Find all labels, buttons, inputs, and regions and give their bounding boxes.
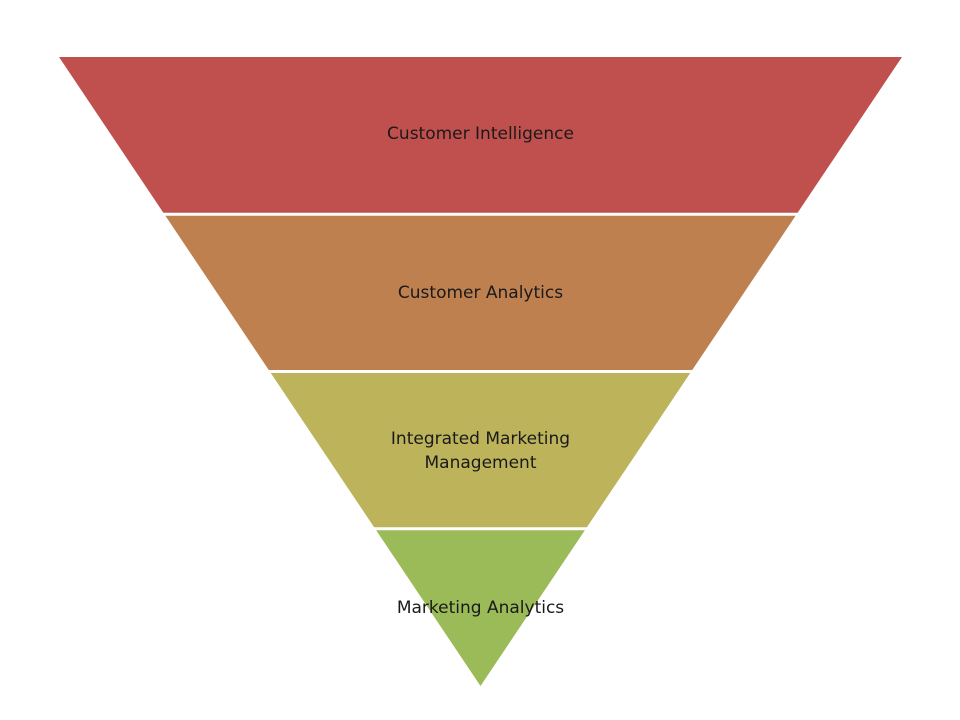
funnel-stage-1 xyxy=(59,57,902,213)
funnel-stage-2-label-line: Customer Analytics xyxy=(398,283,563,303)
funnel-stage-1-label: Customer Intelligence xyxy=(387,124,574,144)
funnel-stage-3 xyxy=(270,373,691,528)
funnel-stage-4-label: Marketing Analytics xyxy=(397,598,564,618)
funnel-stage-3-label-line: Management xyxy=(425,453,537,473)
funnel-stage-1-label-line: Customer Intelligence xyxy=(387,124,574,144)
funnel-stage-2 xyxy=(165,215,796,370)
funnel-stage-4 xyxy=(376,530,585,686)
funnel-stage-3-label-line: Integrated Marketing xyxy=(391,429,570,449)
funnel-stage-2-label: Customer Analytics xyxy=(398,283,563,303)
funnel-stage-4-label-line: Marketing Analytics xyxy=(397,598,564,618)
